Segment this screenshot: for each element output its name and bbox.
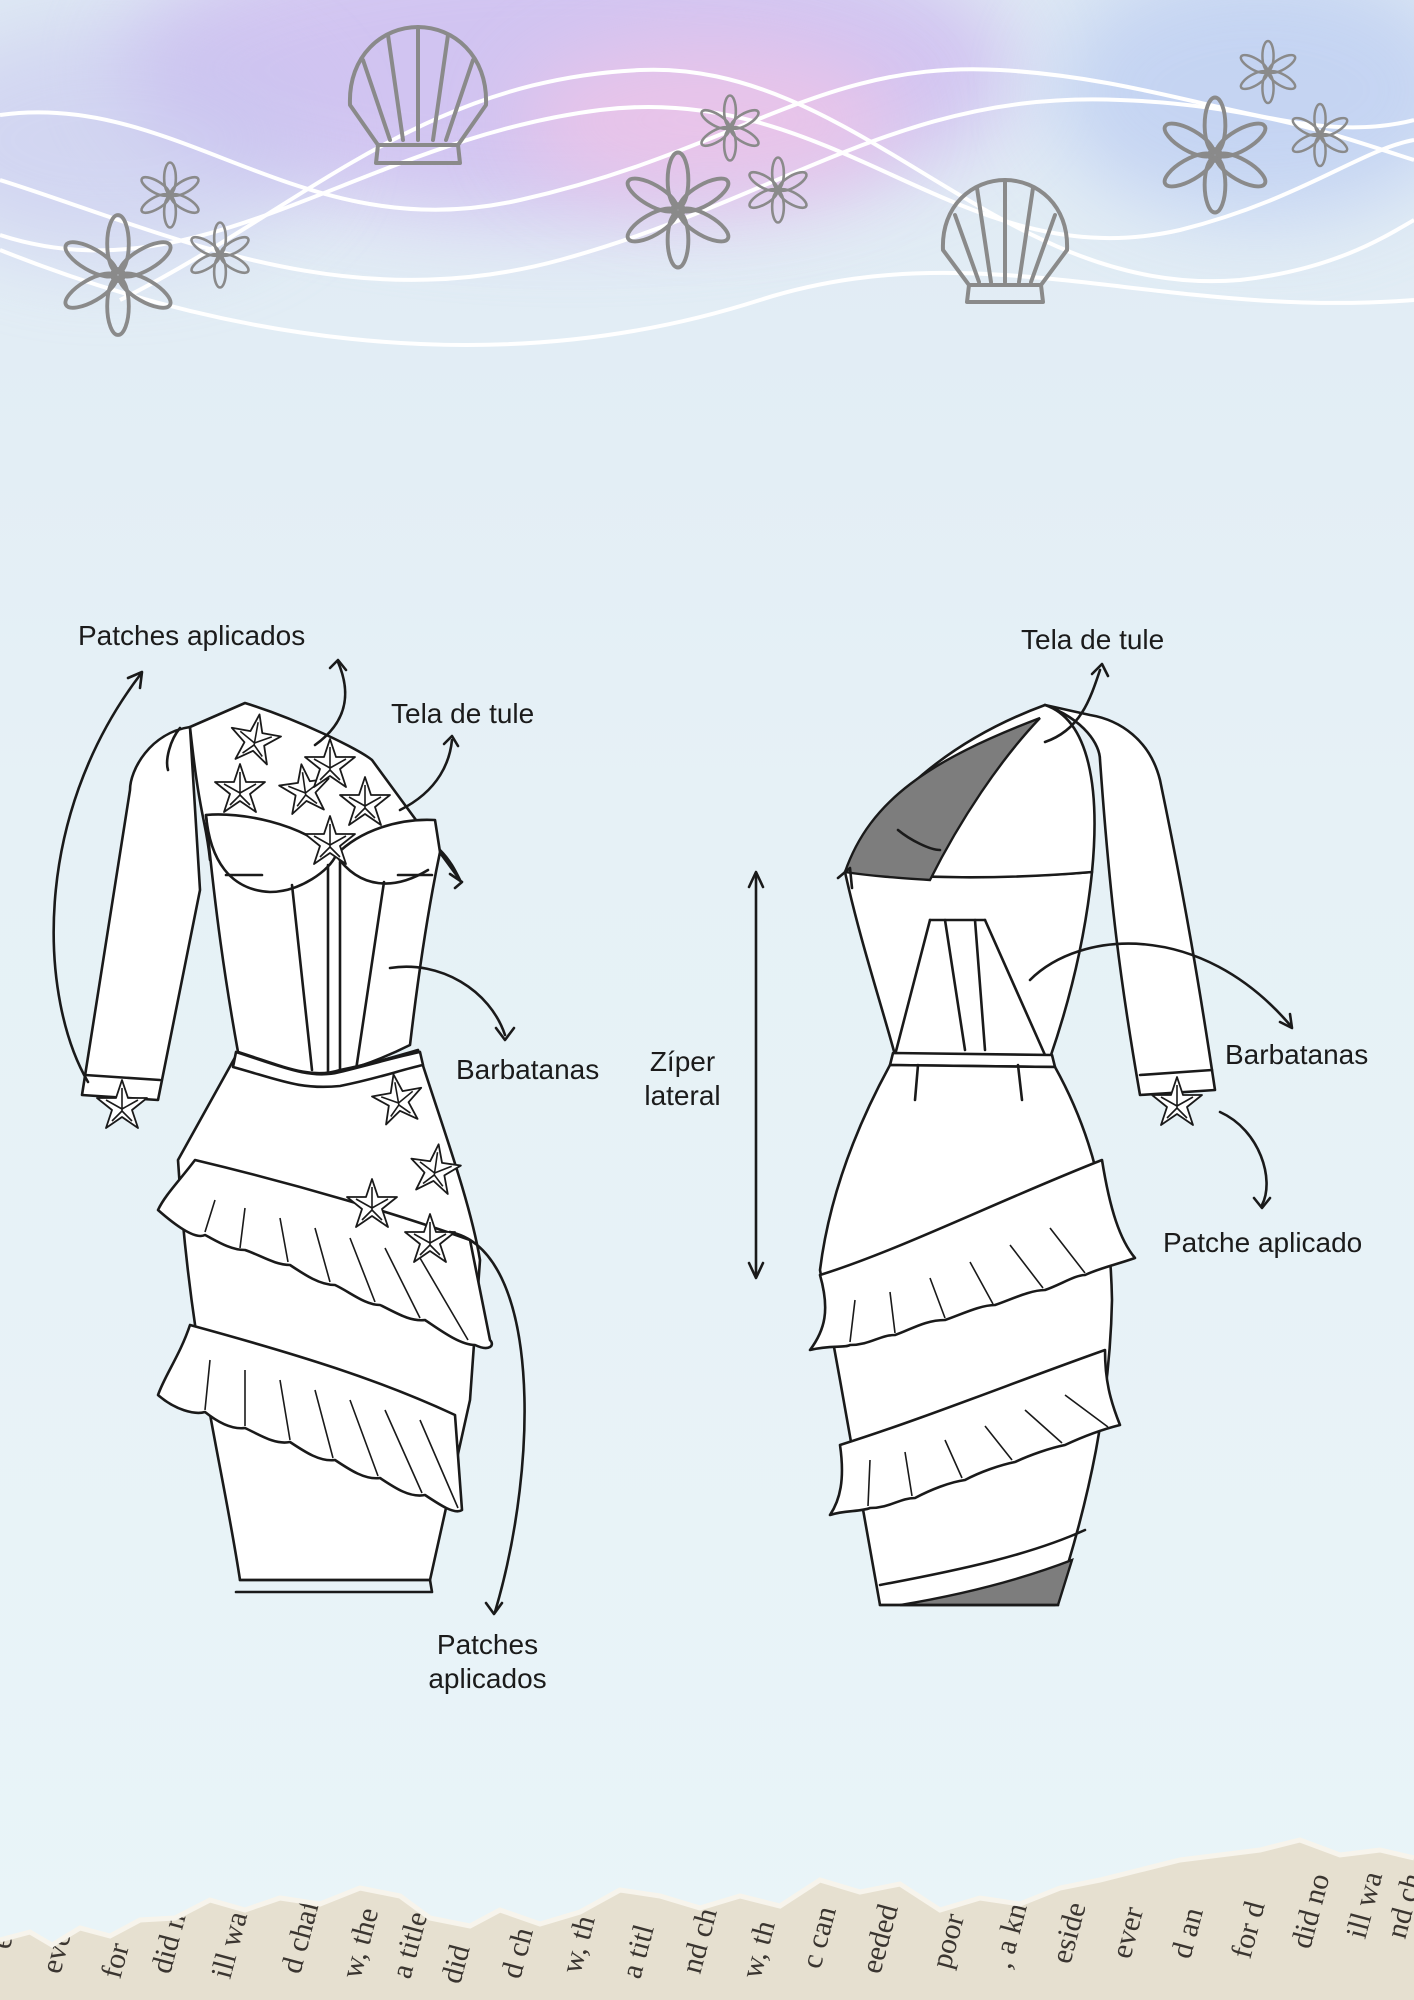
arrow-patche-back xyxy=(1218,1110,1268,1207)
daisy-flower-icon xyxy=(1162,95,1268,215)
daisy-flower-icon xyxy=(190,221,250,289)
back-shadow xyxy=(843,716,1041,882)
daisy-flower-icon xyxy=(63,213,173,337)
label-back-tule: Tela de tule xyxy=(1021,624,1165,655)
daisy-flower-icon xyxy=(1291,102,1349,168)
arrow-patches-cuff xyxy=(52,673,142,1084)
label-front-barbatanas: Barbatanas xyxy=(456,1054,600,1085)
arrow-barbatanas-front xyxy=(388,965,507,1037)
daisy-flower-icon xyxy=(625,150,731,270)
back-hem-shadow xyxy=(899,1557,1074,1607)
back-bodice xyxy=(843,870,1094,1060)
front-ruffle-lower xyxy=(156,1323,464,1513)
scallop-shell-icon xyxy=(940,178,1070,304)
front-view-dress xyxy=(80,701,494,1594)
label-back-barbatanas: Barbatanas xyxy=(1225,1039,1369,1070)
scallop-shell-icon xyxy=(347,25,489,165)
back-sleeve xyxy=(1043,703,1217,1097)
callout-arrows xyxy=(52,658,1294,1616)
label-front-tule: Tela de tule xyxy=(391,698,535,729)
torn-newspaper-strip: esi ever for did n ill wa d chaf w, the … xyxy=(0,1837,1414,2000)
back-ruffle-lower xyxy=(828,1348,1122,1517)
arrow-barbatanas-back xyxy=(1028,942,1292,1027)
label-front-patches-bottom: Patches aplicados xyxy=(428,1629,547,1694)
arrow-tule-front xyxy=(398,738,454,812)
pink-watercolor-wash xyxy=(520,40,900,200)
arrow-tule-back xyxy=(1043,668,1102,744)
label-back-patche: Patche aplicado xyxy=(1163,1227,1363,1258)
back-view-dress xyxy=(808,703,1217,1607)
label-ziper-lateral: Zíper lateral xyxy=(644,1046,721,1111)
header-decoration xyxy=(0,25,1414,347)
front-sleeve xyxy=(80,725,202,1102)
arrow-patches-bodice xyxy=(313,660,347,747)
daisy-flower-icon xyxy=(700,94,760,162)
daisy-flower-icon xyxy=(748,156,808,224)
label-front-patches-top: Patches aplicados xyxy=(78,620,306,651)
arrow-patches-skirt xyxy=(448,1230,526,1614)
daisy-flower-icon xyxy=(140,161,200,229)
daisy-flower-icon xyxy=(1239,39,1297,105)
